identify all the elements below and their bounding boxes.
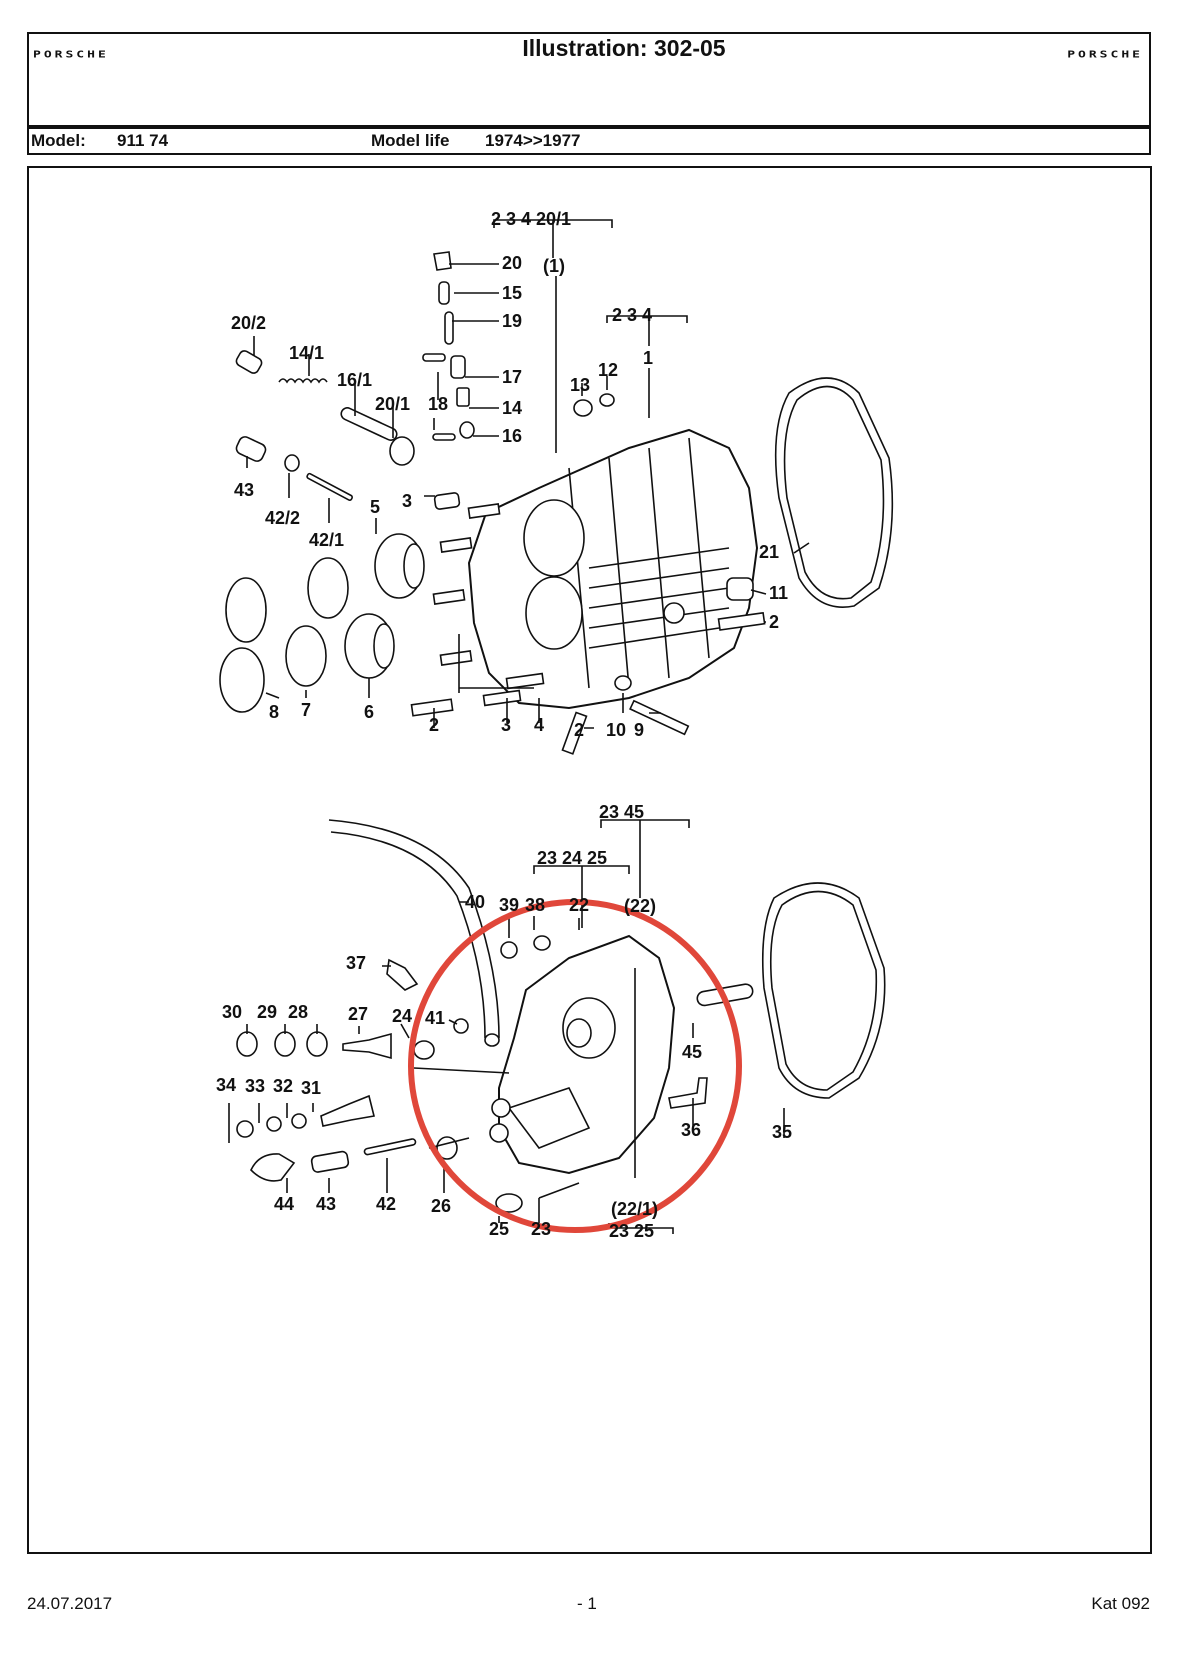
upper-callouts: 2 3 4 20/1 (1) 20 15 19 17 14 16 18 2 3 … [231,209,788,740]
model-life-value: 1974>>1977 [485,131,581,150]
callout-3: 3 [402,491,412,511]
callout-17: 17 [502,367,522,387]
callout-37: 37 [346,953,366,973]
highlight-circle [408,899,742,1233]
callout-2-bottom: 2 [429,715,439,735]
footer-page-number: - 1 [577,1594,597,1613]
callout-45: 45 [682,1042,702,1062]
callout-20: 20 [502,253,522,273]
callout-5: 5 [370,497,380,517]
callout-21: 21 [759,542,779,562]
callout-43-upper: 43 [234,480,254,500]
model-value: 911 74 [117,131,169,150]
callout-42-1: 42/1 [309,530,344,550]
callout-28: 28 [288,1002,308,1022]
header-divider [29,125,1149,129]
callout-20-1: 20/1 [375,394,410,414]
callout-27: 27 [348,1004,368,1024]
callout-13: 13 [570,375,590,395]
callout-2-3-4: 2 3 4 [612,305,652,325]
callout-9: 9 [634,720,644,740]
page-title: Illustration: 302-05 [522,35,726,61]
callout-40: 40 [465,892,485,912]
callout-41: 41 [425,1008,445,1028]
callout-31: 31 [301,1078,321,1098]
callout-22: 22 [569,895,589,915]
callout-18: 18 [428,394,448,414]
footer-date: 24.07.2017 [27,1594,113,1613]
callout-38: 38 [525,895,545,915]
callout-36: 36 [681,1120,701,1140]
exploded-diagram-frame: 2 3 4 20/1 (1) 20 15 19 17 14 16 18 2 3 … [27,166,1152,1554]
model-life-label: Model life [371,131,450,150]
callout-39: 39 [499,895,519,915]
lower-assembly [228,819,886,1234]
callout-32: 32 [273,1076,293,1096]
callout-23-45: 23 45 [599,802,644,822]
gasket-35 [761,882,886,1099]
exploded-diagram: 2 3 4 20/1 (1) 20 15 19 17 14 16 18 2 3 … [216,209,894,1241]
studs [410,503,766,755]
callout-6: 6 [364,702,374,722]
callout-3-bottom: 3 [501,715,511,735]
callout-1: 1 [643,348,653,368]
upper-assembly [219,219,894,755]
callout-24: 24 [392,1006,412,1026]
callout-2-mid: 2 [574,720,584,740]
porsche-logo-left: PORSCHE [33,49,109,61]
footer-catalog: Kat 092 [1091,1594,1150,1613]
callout-16-1: 16/1 [337,370,372,390]
callout-16: 16 [502,426,522,446]
callout-29: 29 [257,1002,277,1022]
callout-23: 23 [531,1219,551,1239]
callout-8: 8 [269,702,279,722]
callout-14-1: 14/1 [289,343,324,363]
callout-42: 42 [376,1194,396,1214]
callout-26: 26 [431,1196,451,1216]
callout-7: 7 [301,700,311,720]
small-parts-upper [219,251,754,736]
main-housing [467,428,759,710]
callout-23-25: 23 25 [609,1221,654,1241]
lower-callouts: 23 45 23 24 25 (22) 40 39 38 22 37 41 30… [216,802,792,1241]
callout-12: 12 [598,360,618,380]
callout-10: 10 [606,720,626,740]
callout-1-paren: (1) [543,256,565,276]
callout-2-3-4-20-1: 2 3 4 20/1 [491,209,571,229]
gasket-21 [774,377,894,608]
callout-11: 11 [769,583,788,603]
callout-42-2: 42/2 [265,508,300,528]
callout-35: 35 [772,1122,792,1142]
callout-20-2: 20/2 [231,313,266,333]
callout-15: 15 [502,283,522,303]
spring-strap-40 [328,819,500,1039]
callout-30: 30 [222,1002,242,1022]
callout-43-lower: 43 [316,1194,336,1214]
porsche-logo-right: PORSCHE [1067,49,1143,61]
model-label: Model: [31,131,86,150]
callout-14: 14 [502,398,522,418]
callout-44: 44 [274,1194,294,1214]
header-box: PORSCHE Illustration: 302-05 PORSCHE Mod… [27,32,1151,155]
callout-22-paren: (22) [624,896,656,916]
callout-4-bottom: 4 [534,715,544,735]
callout-23-24-25: 23 24 25 [537,848,607,868]
callout-34: 34 [216,1075,236,1095]
callout-25: 25 [489,1219,509,1239]
callout-22-1-paren: (22/1) [611,1199,658,1219]
callout-33: 33 [245,1076,265,1096]
callout-19: 19 [502,311,522,331]
callout-2-right: 2 [769,612,779,632]
